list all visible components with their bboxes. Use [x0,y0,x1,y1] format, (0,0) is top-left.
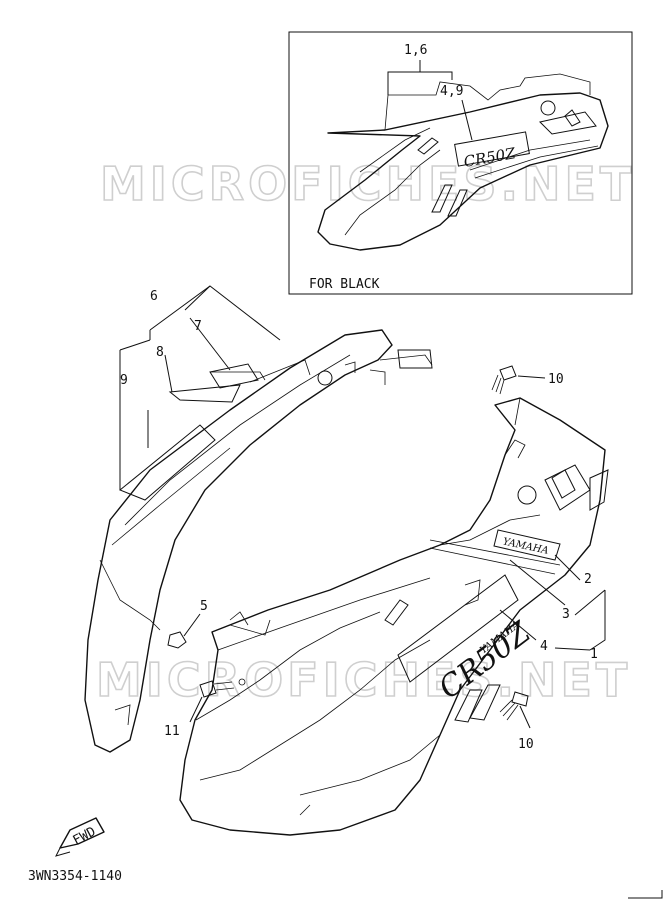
inset-caption: FOR BLACK [309,277,380,292]
inset-callout-4-9: 4,9 [440,84,463,99]
watermark-top: MICROFICHES.NET [100,157,635,211]
callout-1: 1 [590,647,598,662]
callout-2: 2 [584,572,592,587]
callout-8: 8 [156,345,164,360]
inset-for-black: CR50Z 1,6 4,9 FOR BLACK [288,31,633,295]
decal-7-shape [209,363,259,389]
screw-10-bottom [499,691,531,729]
callout-5: 5 [200,599,208,614]
callout-10-top: 10 [548,372,564,387]
decal-brand-top-text: YAMAHA [502,536,550,556]
front-cover-part [179,397,609,836]
callout-6: 6 [150,289,158,304]
corner-mark [628,890,663,899]
decal-9-shape [119,424,216,501]
watermark-bottom: MICROFICHES.NET [96,653,631,707]
inset-decal-frame [454,131,530,167]
inset-callout-1-6: 1,6 [404,43,427,58]
decal-yamaha-top: YAMAHA [493,529,561,561]
callout-10-bottom: 10 [518,737,534,752]
screw-10-top [491,365,546,395]
screw-11 [189,678,246,723]
callout-7: 7 [194,319,202,334]
inset-frame [288,31,633,295]
callout-3: 3 [562,607,570,622]
decal-8-shape [168,384,241,403]
drawing-number: 3WN3354-1140 [28,869,122,884]
callout-4: 4 [540,639,548,654]
nut-5 [167,613,201,649]
callout-11: 11 [164,724,180,739]
callout-9: 9 [120,373,128,388]
fwd-arrow: FWD [55,817,105,857]
inner-fender-part [84,329,433,753]
